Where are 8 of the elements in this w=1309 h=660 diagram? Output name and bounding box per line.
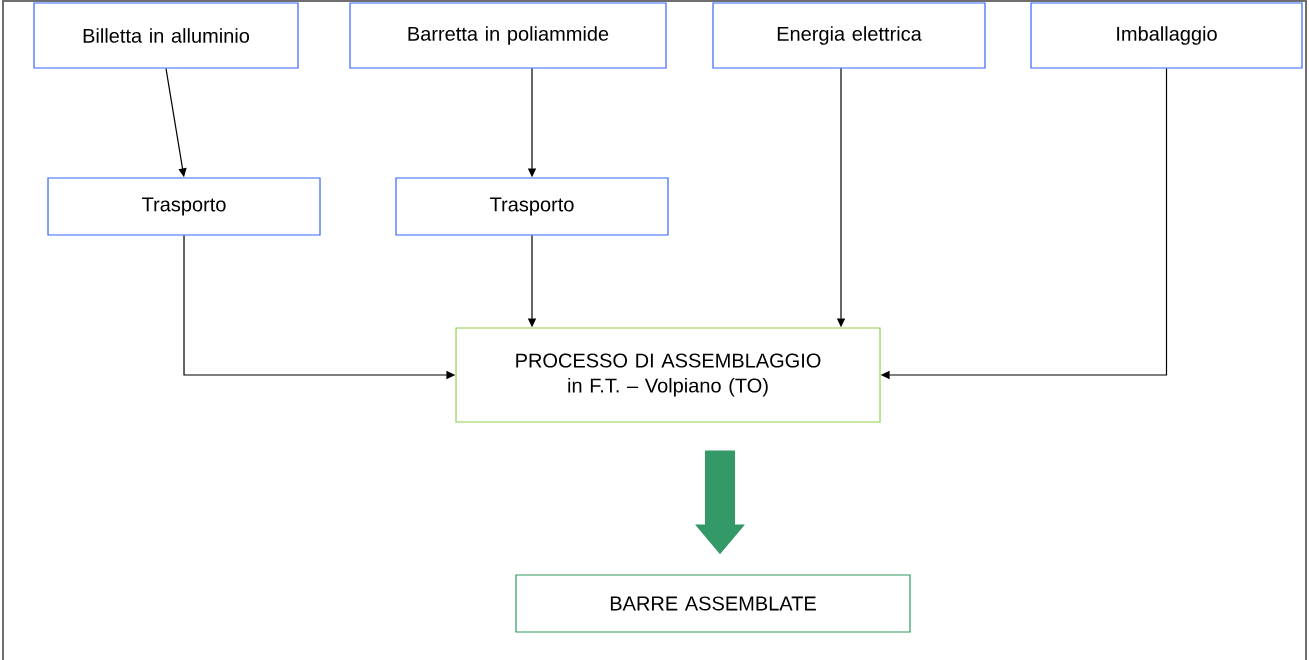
input-box: Energia elettrica: [712, 2, 986, 69]
transport-box: Trasporto: [47, 177, 321, 236]
input-box: Barretta in poliammide: [349, 2, 667, 69]
input-box: Imballaggio: [1030, 2, 1303, 69]
transport-box: Trasporto: [395, 177, 669, 236]
output-box: BARRE ASSEMBLATE: [515, 574, 911, 633]
input-box: Billetta in alluminio: [33, 2, 299, 69]
process-box: PROCESSO DI ASSEMBLAGGIO in F.T. – Volpiano (TO): [455, 327, 881, 423]
